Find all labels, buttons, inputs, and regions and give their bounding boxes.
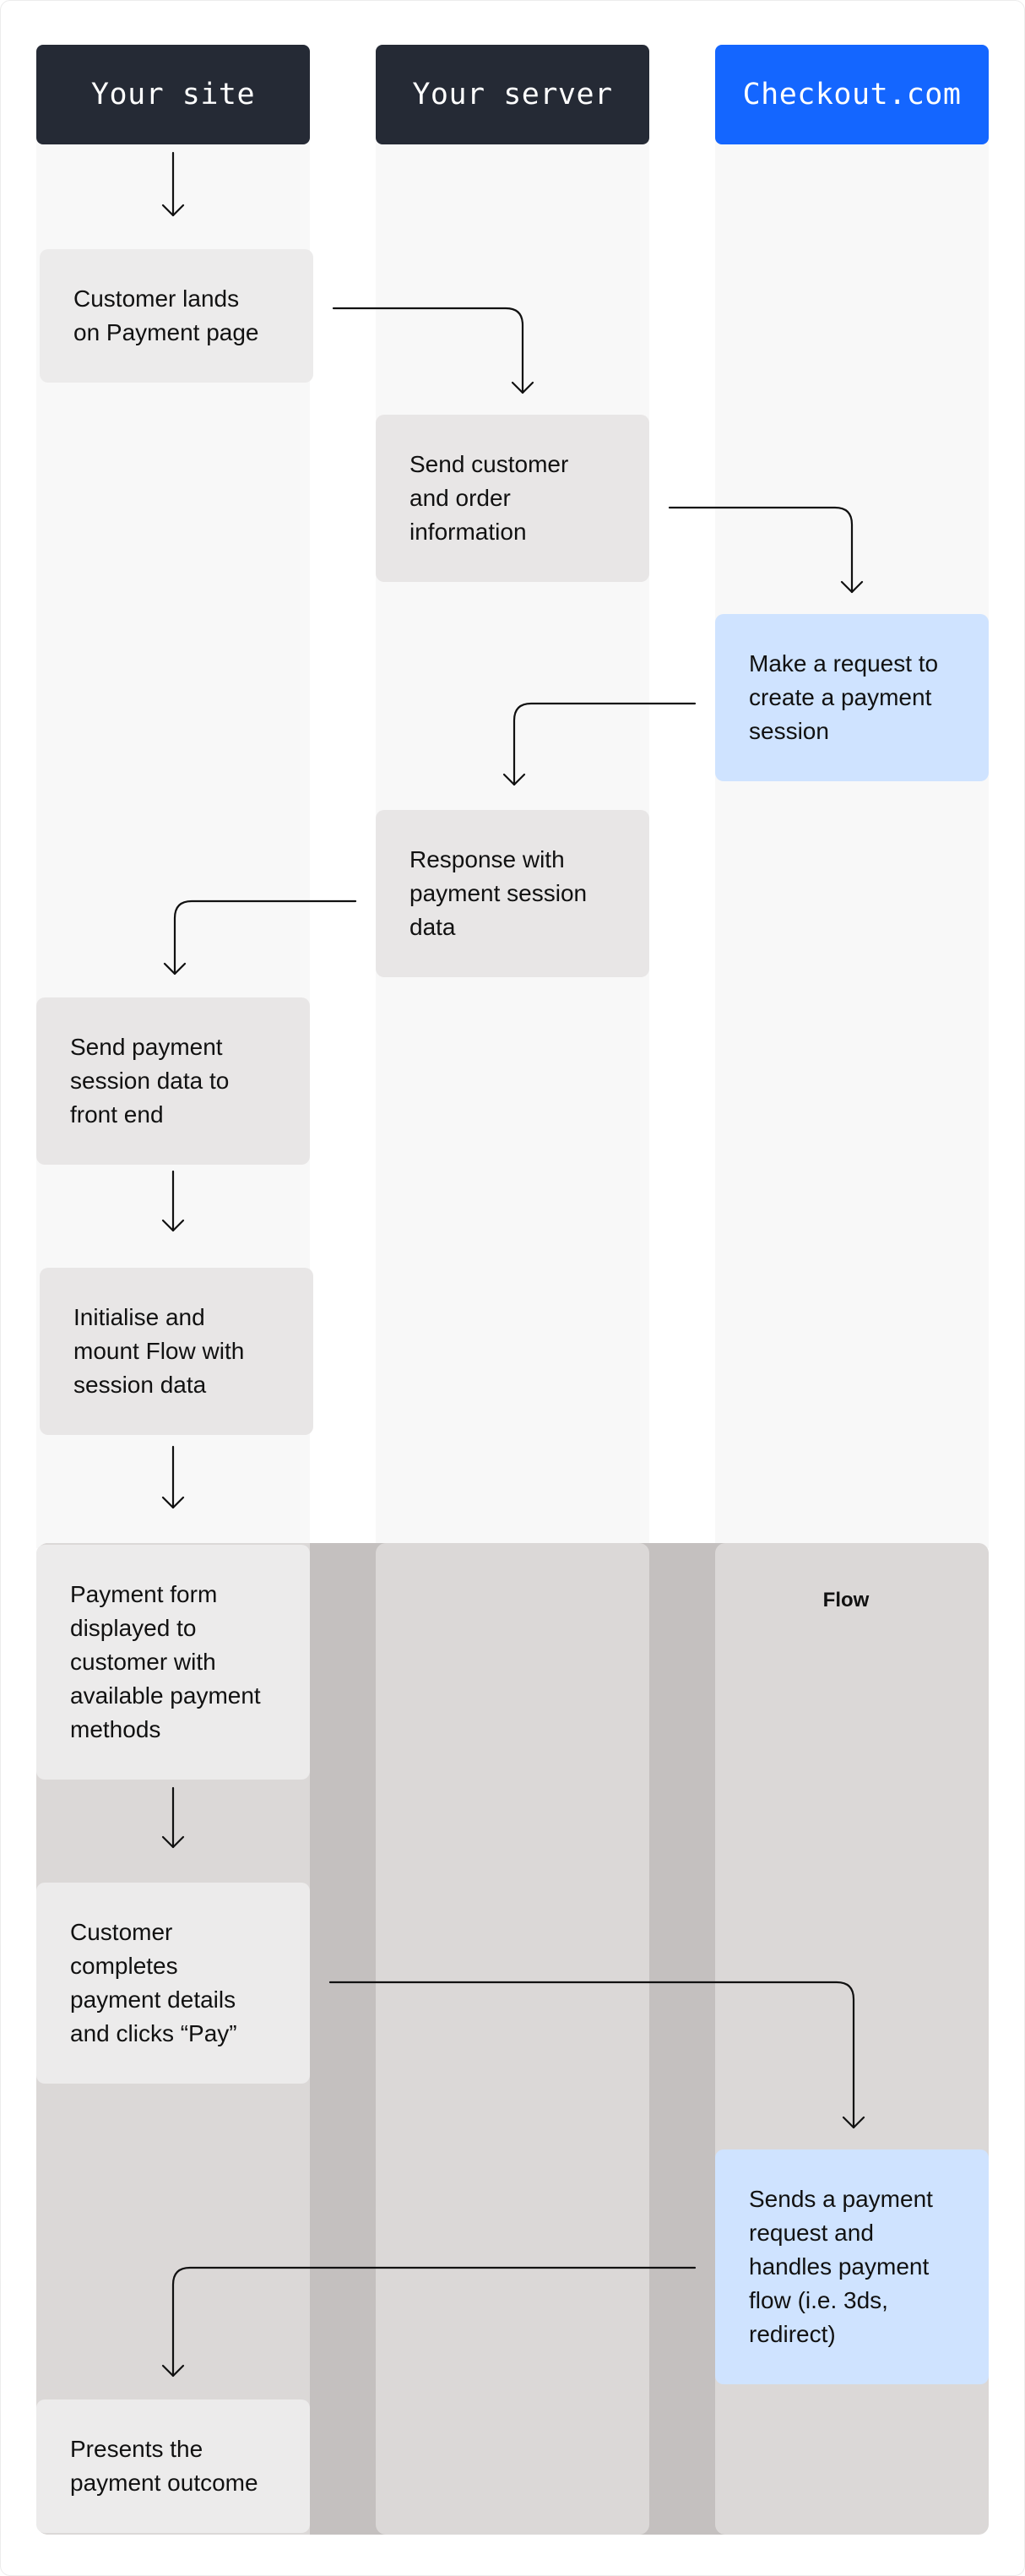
lane-header-your-site: Your site <box>36 45 310 144</box>
arrow-step-2-to-step-3 <box>668 506 854 594</box>
arrowhead <box>161 1219 185 1232</box>
arrowhead <box>511 381 534 394</box>
arrowhead <box>161 1835 185 1849</box>
lane-header-your-server: Your server <box>376 45 649 144</box>
step-text: Response with payment session data <box>409 846 588 940</box>
arrow-step-1-to-step-2 <box>332 307 524 394</box>
arrow-step-8-to-step-9 <box>328 1981 855 2129</box>
step-customer-lands: Customer lands on Payment page <box>40 249 313 383</box>
step-text: Send payment session data to front end <box>70 1034 230 1128</box>
arrowhead <box>840 580 864 594</box>
flow-region-label: Flow <box>822 1589 870 1611</box>
flow-lane-your-server <box>376 1543 649 2535</box>
step-payment-form-displayed: Payment form displayed to customer with … <box>36 1545 310 1780</box>
step-text: Make a request to create a payment sessi… <box>749 650 939 744</box>
arrow-step-4-to-step-5 <box>173 899 357 976</box>
arrowhead <box>502 773 526 786</box>
step-presents-outcome: Presents the payment outcome <box>36 2399 310 2533</box>
step-send-customer-order-info: Send customer and order information <box>376 415 649 582</box>
arrowhead <box>161 1496 185 1509</box>
step-text: Payment form displayed to customer with … <box>70 1581 261 1742</box>
step-sends-payment-request: Sends a payment request and handles paym… <box>715 2149 989 2384</box>
arrow-step-9-to-step-10 <box>171 2266 697 2378</box>
arrowhead <box>161 2364 185 2378</box>
step-text: Presents the payment outcome <box>70 2436 258 2496</box>
step-response-session-data: Response with payment session data <box>376 810 649 977</box>
lane-header-checkout: Checkout.com <box>715 45 989 144</box>
arrowhead <box>842 2116 865 2129</box>
lane-background-checkout <box>715 95 989 1548</box>
step-send-session-to-front-end: Send payment session data to front end <box>36 997 310 1165</box>
step-text: Customer lands on Payment page <box>73 285 259 345</box>
step-create-payment-session: Make a request to create a payment sessi… <box>715 614 989 781</box>
step-text: Sends a payment request and handles paym… <box>749 2186 933 2347</box>
arrowhead <box>161 204 185 217</box>
step-text: Send customer and order information <box>409 451 569 545</box>
step-text: Initialise and mount Flow with session d… <box>73 1304 245 1398</box>
arrowhead <box>163 962 187 976</box>
step-customer-clicks-pay: Customer completes payment details and c… <box>36 1883 310 2084</box>
step-text: Customer completes payment details and c… <box>70 1919 237 2046</box>
arrow-step-3-to-step-4 <box>512 702 697 786</box>
step-initialise-mount-flow: Initialise and mount Flow with session d… <box>40 1268 313 1435</box>
